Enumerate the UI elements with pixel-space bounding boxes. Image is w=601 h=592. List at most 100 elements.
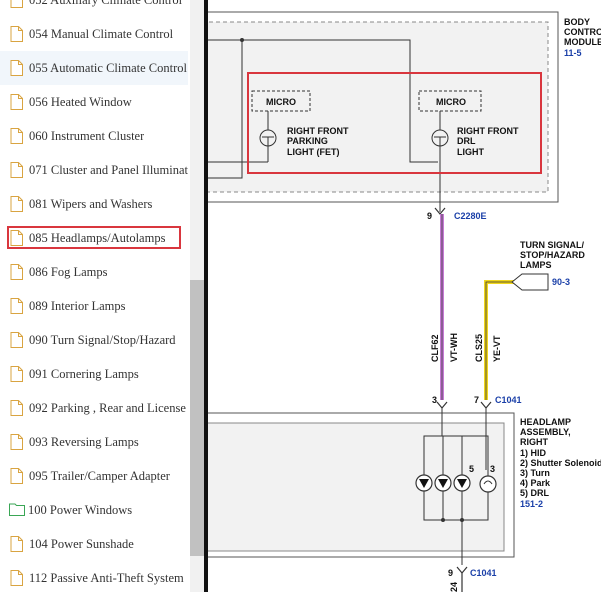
document-icon: [10, 264, 23, 280]
document-tree-sidebar: 052 Auxiliary Climate Control 054 Manual …: [0, 0, 192, 592]
turn-signal-connector-icon: [511, 273, 549, 291]
pin-3-label: 3: [432, 395, 437, 405]
tree-item[interactable]: 052 Auxiliary Climate Control: [0, 0, 188, 17]
document-icon: [10, 332, 23, 348]
left-light-label-2: PARKING: [287, 136, 328, 146]
pin-7-label: 7: [474, 395, 479, 405]
wire-ye-vt-core: [485, 281, 514, 400]
folder-icon: [9, 502, 25, 518]
micro-label-left: MICRO: [266, 97, 296, 107]
tree-item-label: 090 Turn Signal/Stop/Hazard: [29, 332, 176, 347]
tree-item[interactable]: 104 Power Sunshade: [0, 527, 188, 561]
document-icon: [10, 366, 23, 382]
lamp-5-diode-icon: [457, 479, 467, 488]
bcm-inner-box: [208, 21, 549, 193]
lamp-3-filament-icon: [483, 480, 493, 485]
tree-item-label: 060 Instrument Cluster: [29, 128, 145, 143]
left-light-label-1: RIGHT FRONT: [287, 126, 349, 136]
tree-item[interactable]: 089 Interior Lamps: [0, 289, 188, 323]
hl-label-1: HEADLAMP: [520, 417, 571, 427]
tree-item[interactable]: 091 Cornering Lamps: [0, 357, 188, 391]
tree-item-label: 091 Cornering Lamps: [29, 366, 139, 381]
hl-item-4: 4) Park: [520, 478, 551, 488]
turn-label-1: TURN SIGNAL/: [520, 240, 584, 250]
tree-item-label: 104 Power Sunshade: [29, 536, 134, 551]
connector-c2280e-label: C2280E: [454, 211, 487, 221]
sidebar-scrollbar[interactable]: [190, 0, 204, 592]
tree-item-label: 081 Wipers and Washers: [29, 196, 153, 211]
hl-item-1: 1) HID: [520, 448, 547, 458]
hl-item-3: 3) Turn: [520, 468, 550, 478]
scrollbar-thumb[interactable]: [190, 280, 204, 556]
turn-label-2: STOP/HAZARD: [520, 250, 585, 260]
right-light-label-1: RIGHT FRONT: [457, 126, 519, 136]
connector-c1041-bottom-icon: [456, 566, 468, 574]
bcm-label-3: MODULE: [564, 37, 601, 47]
tree-item-label: 112 Passive Anti-Theft System: [29, 570, 184, 585]
wire-vtwh-label: VT-WH: [449, 333, 459, 362]
pane-divider[interactable]: [204, 0, 208, 592]
tree-item-label: 089 Interior Lamps: [29, 298, 126, 313]
diagram-highlight-box: [247, 72, 542, 174]
pin-9-bottom-label: 9: [448, 568, 453, 578]
wire-cls25-label: CLS25: [474, 334, 484, 362]
document-icon: [10, 298, 23, 314]
left-light-label-3: LIGHT (FET): [287, 147, 340, 157]
bcm-label-1: BODY: [564, 17, 590, 27]
tree-item[interactable]: 071 Cluster and Panel Illumination: [0, 153, 188, 187]
tree-item[interactable]: 095 Trailer/Camper Adapter: [0, 459, 188, 493]
tree-item[interactable]: 093 Reversing Lamps: [0, 425, 188, 459]
tree-item-label: 095 Trailer/Camper Adapter: [29, 468, 170, 483]
document-icon: [10, 26, 23, 42]
bcm-internal-wire-top: [242, 39, 438, 163]
document-icon: [10, 128, 23, 144]
wiring-diagram-viewer[interactable]: BODY CONTROL MODULE 11-5 MICRO MICRO RIG…: [208, 0, 601, 592]
tree-item[interactable]: 086 Fog Lamps: [0, 255, 188, 289]
tree-item[interactable]: 092 Parking , Rear and License: [0, 391, 188, 425]
lamp-1-diode-icon: [419, 479, 429, 488]
connector-c1041-top-label: C1041: [495, 395, 522, 405]
hl-item-5: 5) DRL: [520, 488, 550, 498]
lamp-2-diode-icon: [438, 479, 448, 488]
wire-yevt-label: YE-VT: [492, 335, 502, 362]
tree-item[interactable]: 056 Heated Window: [0, 85, 188, 119]
wiring-diagram: BODY CONTROL MODULE 11-5 MICRO MICRO RIG…: [208, 11, 601, 592]
headlamp-outer-box: [208, 412, 515, 558]
tree-item[interactable]: 112 Passive Anti-Theft System: [0, 561, 188, 592]
highlight-box: [7, 226, 181, 249]
tree-item[interactable]: 081 Wipers and Washers: [0, 187, 188, 221]
document-icon: [10, 94, 23, 110]
pin-9-label: 9: [427, 211, 432, 221]
connector-c1041-bottom-label: C1041: [470, 568, 497, 578]
micro-box-left: [251, 90, 311, 112]
document-icon: [10, 570, 23, 586]
lamp-3-label: 3: [490, 464, 495, 474]
tree-item-label: 086 Fog Lamps: [29, 264, 108, 279]
document-icon: [10, 400, 23, 416]
tree-item-label: 085 Headlamps/Autolamps: [29, 230, 166, 245]
lamp-3-bulb-icon: [479, 475, 497, 493]
tree-item-label: 056 Heated Window: [29, 94, 132, 109]
hl-ref-link[interactable]: 151-2: [520, 499, 543, 509]
lamp-5-label: 5: [469, 464, 474, 474]
tree-item[interactable]: 085 Headlamps/Autolamps: [0, 221, 188, 255]
hl-label-2: ASSEMBLY,: [520, 427, 571, 437]
tree-item-label: 055 Automatic Climate Control: [29, 60, 187, 75]
tree-item-label: 092 Parking , Rear and License: [29, 400, 186, 415]
turn-ref-link[interactable]: 90-3: [552, 277, 570, 287]
wire-junction-dot: [240, 38, 244, 42]
bcm-ref-link[interactable]: 11-5: [564, 48, 582, 58]
document-icon: [10, 196, 23, 212]
pin-24-label: 24: [449, 582, 459, 592]
document-icon: [10, 468, 23, 484]
tree-item[interactable]: 100 Power Windows: [0, 493, 188, 527]
tree-item[interactable]: 060 Instrument Cluster: [0, 119, 188, 153]
document-icon: [10, 0, 23, 8]
connector-c1041-pin7-icon: [480, 401, 492, 409]
tree-item[interactable]: 055 Automatic Climate Control: [0, 51, 188, 85]
tree-item[interactable]: 090 Turn Signal/Stop/Hazard: [0, 323, 188, 357]
document-icon: [10, 536, 23, 552]
tree-item[interactable]: 054 Manual Climate Control: [0, 17, 188, 51]
tree-item-label: 054 Manual Climate Control: [29, 26, 174, 41]
bcm-label-2: CONTROL: [564, 27, 601, 37]
